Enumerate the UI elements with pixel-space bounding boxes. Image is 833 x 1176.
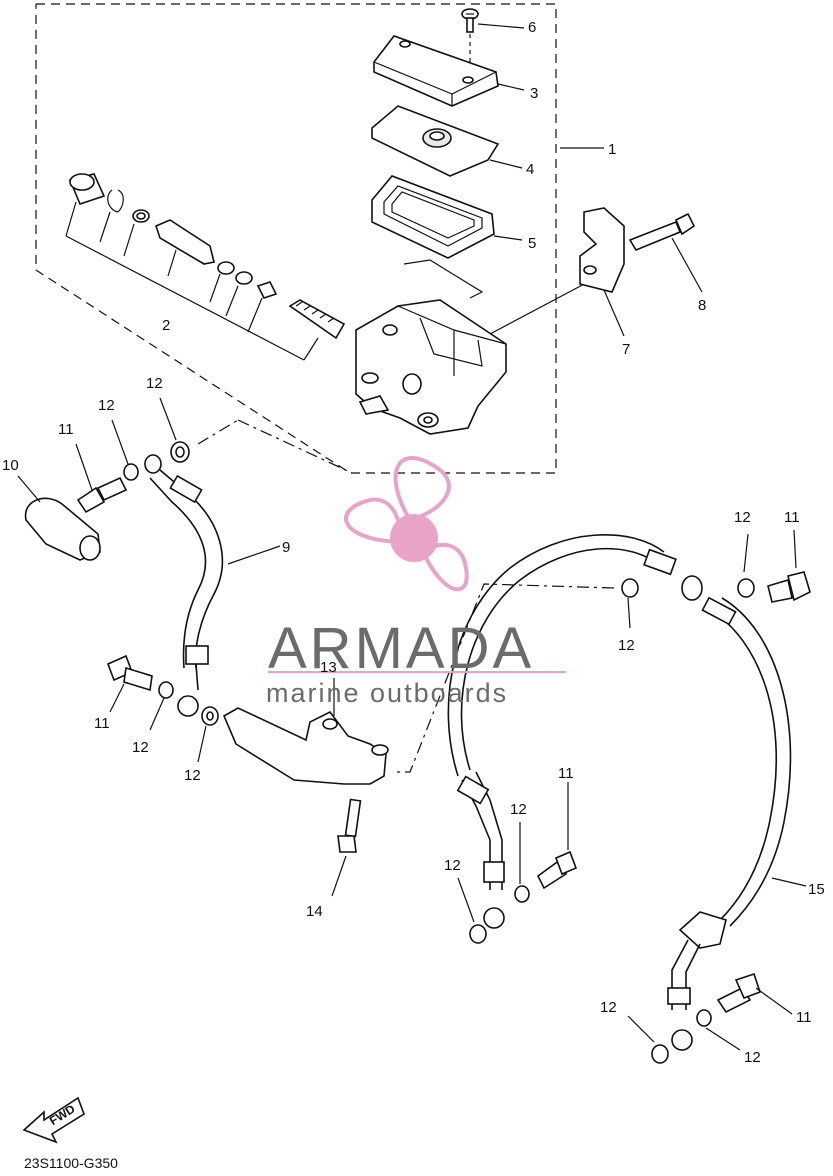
hose-bracket-part bbox=[222, 678, 389, 785]
callout-8: 8 bbox=[698, 297, 706, 314]
callout-12: 12 bbox=[444, 857, 461, 874]
lower-union-bolt bbox=[106, 654, 219, 763]
clamp-part bbox=[579, 207, 625, 337]
propeller-icon bbox=[344, 456, 469, 592]
fwd-arrow-icon: FWD bbox=[22, 1096, 85, 1144]
callout-3: 3 bbox=[530, 85, 538, 102]
callout-12: 12 bbox=[184, 767, 201, 784]
callout-11: 11 bbox=[58, 421, 74, 438]
callout-14: 14 bbox=[306, 903, 323, 920]
callout-12: 12 bbox=[600, 999, 617, 1016]
callout-2: 2 bbox=[162, 317, 170, 334]
gasket-part bbox=[371, 175, 523, 299]
lower-right-union-bolt bbox=[627, 972, 793, 1064]
callout-11: 11 bbox=[94, 715, 110, 732]
callout-12: 12 bbox=[146, 375, 163, 392]
diaphragm-part bbox=[371, 105, 523, 177]
callout-12: 12 bbox=[618, 637, 635, 654]
callout-11: 11 bbox=[796, 1009, 812, 1026]
master-cylinder-body bbox=[355, 281, 589, 435]
mid-union-bolt bbox=[457, 782, 578, 944]
watermark-tagline: marine outboards bbox=[266, 678, 508, 708]
lower-brake-hose bbox=[447, 533, 807, 1051]
banjo-cap-part bbox=[17, 475, 101, 561]
callout-1: 1 bbox=[608, 141, 616, 158]
callout-12: 12 bbox=[734, 509, 751, 526]
reservoir-cap-part bbox=[373, 35, 525, 107]
assembly-boundary bbox=[35, 3, 557, 474]
callout-12: 12 bbox=[744, 1049, 761, 1066]
callout-13: 13 bbox=[320, 659, 337, 676]
callout-6: 6 bbox=[528, 19, 536, 36]
bracket-bolt-part bbox=[331, 798, 362, 897]
piston-kit-part bbox=[65, 173, 346, 361]
callout-7: 7 bbox=[622, 341, 630, 358]
callout-12: 12 bbox=[132, 739, 149, 756]
callout-9: 9 bbox=[282, 539, 290, 556]
callout-10: 10 bbox=[2, 457, 19, 474]
callout-12: 12 bbox=[510, 801, 527, 818]
callout-12: 12 bbox=[98, 397, 115, 414]
callout-5: 5 bbox=[528, 235, 536, 252]
watermark-logo: ARMADA marine outboards bbox=[266, 456, 566, 708]
callout-15: 15 bbox=[808, 881, 825, 898]
callout-labels: 1 2 3 4 5 6 7 8 9 10 11 11 11 11 11 12 1… bbox=[2, 19, 825, 1066]
callout-4: 4 bbox=[526, 161, 534, 178]
right-union-bolt bbox=[392, 529, 811, 773]
callout-11: 11 bbox=[558, 765, 574, 782]
clamp-bolt-part bbox=[628, 212, 703, 293]
callout-11: 11 bbox=[784, 509, 800, 526]
upper-union-bolt bbox=[75, 397, 190, 514]
watermark-brand: ARMADA bbox=[268, 616, 534, 681]
drawing-code: 23S1100-G350 bbox=[24, 1155, 118, 1171]
upper-brake-hose bbox=[149, 469, 281, 717]
